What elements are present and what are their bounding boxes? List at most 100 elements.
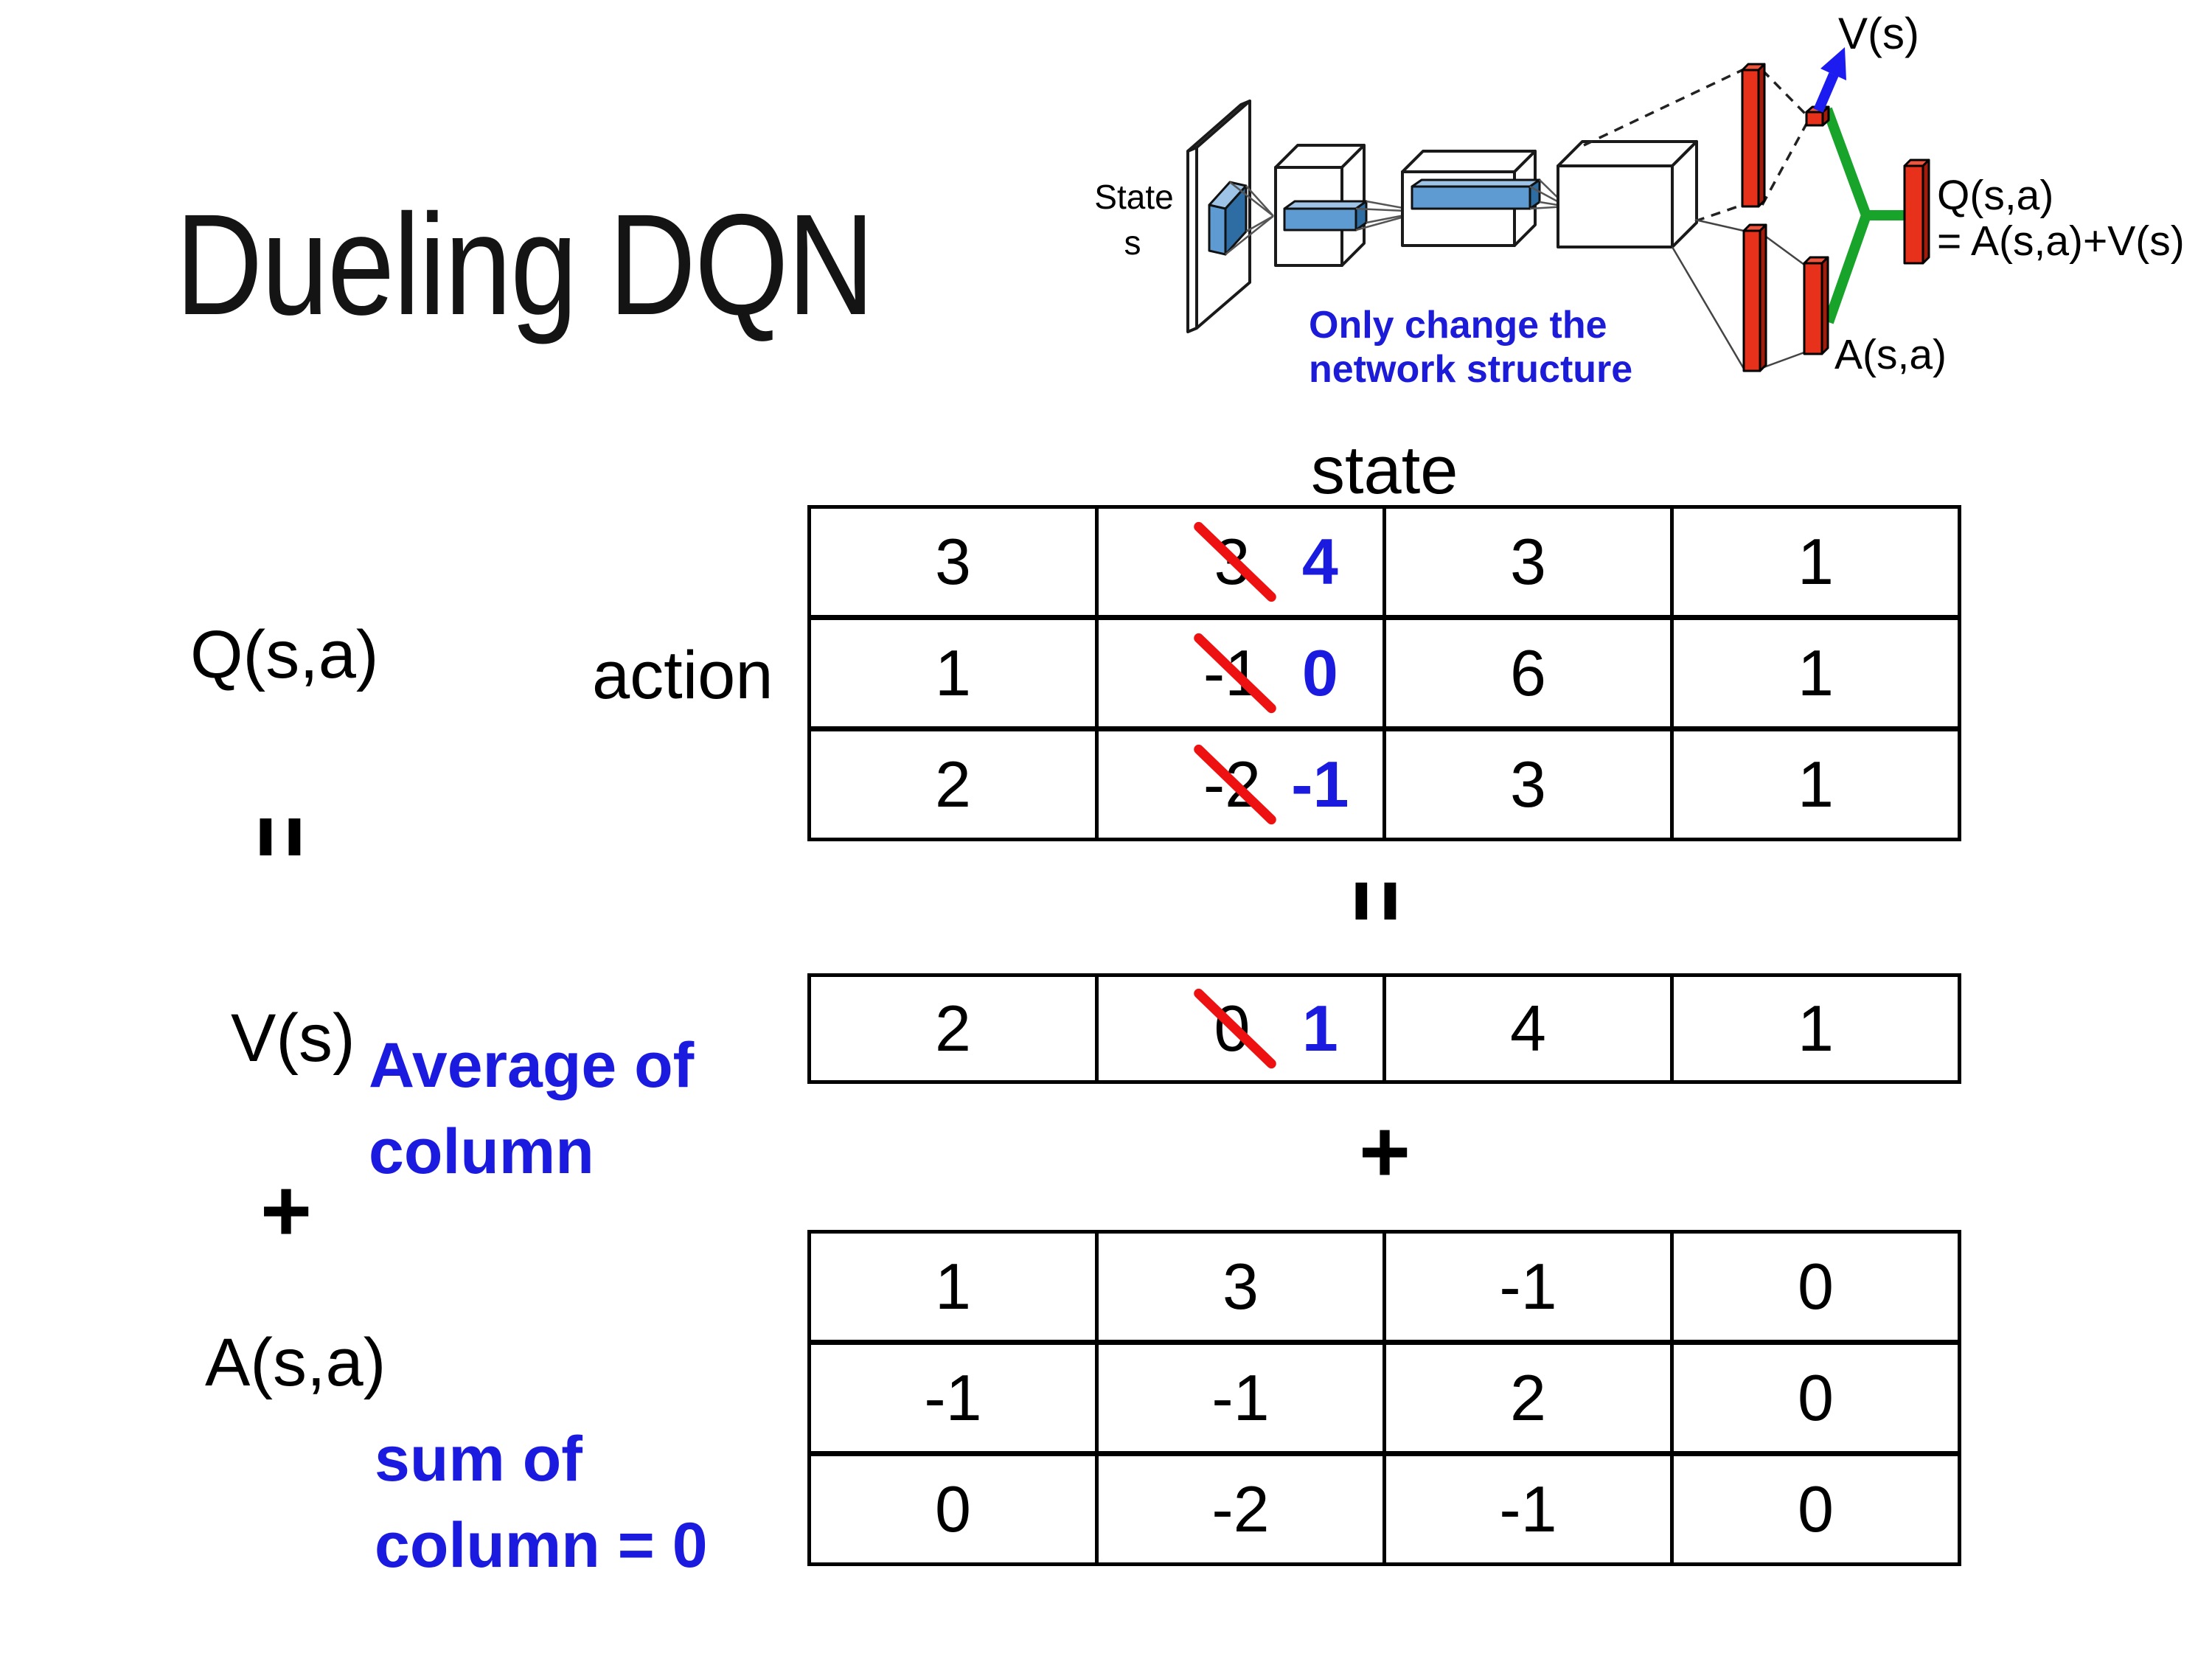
cell-value: 4 <box>1510 992 1546 1065</box>
cell-value: -1 <box>1211 1361 1270 1434</box>
feature-bar-2 <box>1411 178 1541 210</box>
feature-bar-1 <box>1283 200 1368 232</box>
cell-value: 2 <box>1510 1361 1546 1434</box>
diagram-q-output-label-line1: Q(s,a) <box>1937 172 2053 219</box>
q-matrix-label: Q(s,a) <box>190 617 379 692</box>
v-table: 2 01 4 1 <box>807 973 1961 1084</box>
table-cell-corrected: 34 <box>1095 505 1386 619</box>
value-node <box>1805 105 1830 127</box>
table-cell-corrected: -2-1 <box>1095 726 1386 841</box>
advantage-stream-lines <box>1671 218 1805 370</box>
table-row: 3 34 3 1 <box>807 505 1961 619</box>
cell-value: 3 <box>1510 525 1546 598</box>
cell-value: 1 <box>1798 525 1834 598</box>
a-table: 1 3 -1 0 -1 -1 2 0 0 -2 -1 0 <box>807 1230 1961 1566</box>
cell-value: 0 <box>935 1472 971 1545</box>
table-cell: 3 <box>1095 1230 1386 1344</box>
cell-value: 1 <box>1798 748 1834 821</box>
table-cell: 2 <box>1382 1340 1674 1455</box>
table-row: -1 -1 2 0 <box>807 1340 1961 1455</box>
conv-lines-1 <box>1225 181 1274 255</box>
table-cell: 0 <box>1670 1340 1961 1455</box>
average-note-line1: Average of <box>369 1030 695 1101</box>
cell-value: 1 <box>935 636 971 709</box>
a-matrix-label: A(s,a) <box>205 1325 386 1400</box>
cell-value: 1 <box>935 1250 971 1323</box>
table-cell: -1 <box>1095 1340 1386 1455</box>
diagram-note-line2: network structure <box>1309 348 1632 391</box>
q-table: 3 34 3 1 1 -10 6 1 2 -2-1 3 1 <box>807 505 1961 841</box>
diagram-a-output-label: A(s,a) <box>1834 331 1947 378</box>
cell-value: 0 <box>1798 1472 1834 1545</box>
table-cell: 0 <box>1670 1230 1961 1344</box>
table-cell: -1 <box>1382 1451 1674 1566</box>
table-cell: 3 <box>807 505 1099 619</box>
table-cell: 2 <box>807 726 1099 841</box>
equals-center: = <box>1317 879 1437 923</box>
v-matrix-label: V(s) <box>231 1001 355 1076</box>
table-cell: 1 <box>1670 726 1961 841</box>
action-label: action <box>592 638 773 713</box>
table-cell: 1 <box>1670 615 1961 731</box>
cell-value: -1 <box>1499 1472 1557 1545</box>
cell-value: 1 <box>1798 636 1834 709</box>
equals-left: = <box>221 815 341 859</box>
advantage-node-bar <box>1803 256 1829 355</box>
table-cell: -1 <box>1382 1230 1674 1344</box>
cell-value: -1 <box>924 1361 982 1434</box>
table-row: 2 01 4 1 <box>807 973 1961 1084</box>
sum-note-line1: sum of <box>375 1424 582 1495</box>
table-cell: 0 <box>1670 1451 1961 1566</box>
cell-value: -2 <box>1211 1472 1270 1545</box>
table-row: 1 -10 6 1 <box>807 615 1961 731</box>
cell-value: 6 <box>1510 636 1546 709</box>
cell-value: 2 <box>935 748 971 821</box>
table-cell: 3 <box>1382 505 1674 619</box>
state-label: state <box>1311 433 1458 508</box>
table-row: 0 -2 -1 0 <box>807 1451 1961 1566</box>
cell-value: 3 <box>1222 1250 1259 1323</box>
table-row: 1 3 -1 0 <box>807 1230 1961 1344</box>
cell-value: 0 <box>1798 1250 1834 1323</box>
diagram-state-s-label: s <box>1124 223 1141 262</box>
cell-value: 1 <box>1798 992 1834 1065</box>
new-value: 0 <box>1301 636 1338 709</box>
green-connector <box>1822 107 1905 324</box>
table-cell: 2 <box>807 973 1099 1084</box>
cell-value: 2 <box>935 992 971 1065</box>
table-cell: 1 <box>1670 505 1961 619</box>
table-cell: 6 <box>1382 615 1674 731</box>
cell-value: 3 <box>935 525 971 598</box>
network-diagram: State s V(s) Q(s,a) = A(s,a)+V(s) A(s,a)… <box>1094 9 2184 391</box>
fc-bar-advantage <box>1742 223 1767 372</box>
fc-bar-value <box>1741 63 1766 208</box>
table-cell-corrected: 01 <box>1095 973 1386 1084</box>
plus-center: + <box>1358 1102 1411 1201</box>
table-cell: 3 <box>1382 726 1674 841</box>
table-cell: 0 <box>807 1451 1099 1566</box>
diagram-note-line1: Only change the <box>1309 304 1607 347</box>
plus-left: + <box>260 1161 313 1260</box>
cell-value: -1 <box>1499 1250 1557 1323</box>
diagram-v-output-label: V(s) <box>1838 9 1919 58</box>
table-cell: 1 <box>1670 973 1961 1084</box>
blue-arrow-icon <box>1813 47 1846 113</box>
input-patch <box>1208 181 1248 256</box>
new-value: 4 <box>1301 525 1338 598</box>
conv-box-3 <box>1557 140 1698 248</box>
table-cell: 1 <box>807 615 1099 731</box>
table-cell: -1 <box>807 1340 1099 1455</box>
average-note-line2: column <box>369 1116 594 1187</box>
table-cell: -2 <box>1095 1451 1386 1566</box>
cell-value: 3 <box>1510 748 1546 821</box>
table-cell: 1 <box>807 1230 1099 1344</box>
q-output-bar <box>1903 159 1930 265</box>
sum-note-line2: column = 0 <box>375 1510 708 1581</box>
table-cell-corrected: -10 <box>1095 615 1386 731</box>
value-stream-dashed-lines <box>1583 69 1808 223</box>
table-row: 2 -2-1 3 1 <box>807 726 1961 841</box>
table-cell: 4 <box>1382 973 1674 1084</box>
diagram-state-label: State <box>1094 178 1173 216</box>
page-title: Dueling DQN <box>175 184 874 345</box>
